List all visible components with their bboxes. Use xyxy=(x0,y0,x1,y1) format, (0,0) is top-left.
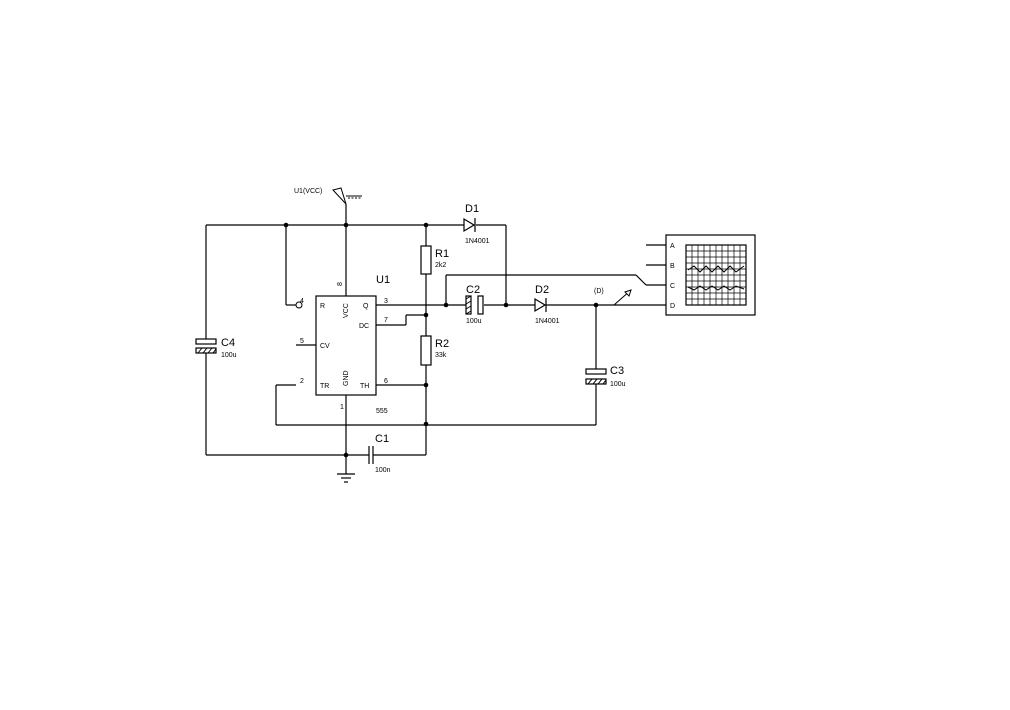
c3-ref: C3 xyxy=(610,365,624,377)
pin-number-8: 8 xyxy=(337,282,344,286)
scope-trace-upper xyxy=(687,265,745,273)
c4-ref: C4 xyxy=(221,337,235,349)
scope-channel-a: A xyxy=(670,243,675,250)
d1-diode[interactable]: D1 1N4001 xyxy=(463,203,490,245)
r1-ref: R1 xyxy=(435,248,449,260)
r1-value: 2k2 xyxy=(435,262,446,269)
u1-ref: U1 xyxy=(376,274,390,286)
pin-number-3: 3 xyxy=(384,298,388,305)
pin-name-tr: TR xyxy=(320,383,329,390)
pin-name-r: R xyxy=(320,303,325,310)
junctions xyxy=(283,222,599,458)
pin-number-1: 1 xyxy=(340,404,344,411)
u1-part: 555 xyxy=(376,408,388,415)
oscilloscope[interactable]: A B C D xyxy=(665,234,756,316)
scope-channel-d: D xyxy=(670,303,675,310)
pin-name-gnd: GND xyxy=(343,370,350,386)
ground-symbol xyxy=(337,473,355,483)
d1-value: 1N4001 xyxy=(465,238,490,245)
c3-capacitor[interactable]: C3 100u xyxy=(585,365,626,388)
pin-name-dc: DC xyxy=(359,323,369,330)
wires xyxy=(205,204,666,474)
vcc-supply-symbol: U1(VCC) xyxy=(294,187,362,205)
pin-number-5: 5 xyxy=(300,338,304,345)
scope-channel-b: B xyxy=(670,263,675,270)
d2-value: 1N4001 xyxy=(535,318,560,325)
pin-number-6: 6 xyxy=(384,378,388,385)
c1-value: 100n xyxy=(375,467,391,474)
scope-trace-lower xyxy=(687,285,745,291)
probe-label: (D) xyxy=(594,288,604,295)
c4-capacitor[interactable]: C4 100u xyxy=(195,337,237,359)
supply-label: U1(VCC) xyxy=(294,188,322,195)
c2-value: 100u xyxy=(466,318,482,325)
r1-resistor[interactable]: R1 2k2 xyxy=(420,245,449,275)
c2-ref: C2 xyxy=(466,284,480,296)
pin-number-2: 2 xyxy=(300,378,304,385)
d1-ref: D1 xyxy=(465,203,479,215)
u1-555-timer[interactable]: U1 555 R VCC Q DC CV TR GND TH 4 8 3 7 5… xyxy=(295,274,390,415)
c2-capacitor[interactable]: C2 100u xyxy=(465,284,484,325)
d2-ref: D2 xyxy=(535,284,549,296)
scope-channel-c: C xyxy=(670,283,675,290)
probe-marker[interactable]: (D) xyxy=(594,288,632,306)
pin-number-4: 4 xyxy=(300,298,304,305)
pin-name-cv: CV xyxy=(320,343,330,350)
r2-resistor[interactable]: R2 33k xyxy=(420,335,449,366)
pin-name-th: TH xyxy=(360,383,369,390)
d2-diode[interactable]: D2 1N4001 xyxy=(534,284,560,325)
r2-value: 33k xyxy=(435,352,447,359)
r2-ref: R2 xyxy=(435,338,449,350)
scope-grid xyxy=(686,245,746,305)
c3-value: 100u xyxy=(610,381,626,388)
c1-capacitor[interactable]: C1 100n xyxy=(368,433,391,474)
pin-name-vcc: VCC xyxy=(343,303,350,318)
c4-value: 100u xyxy=(221,352,237,359)
c1-ref: C1 xyxy=(375,433,389,445)
pin-name-q: Q xyxy=(363,303,369,310)
pin-number-7: 7 xyxy=(384,317,388,324)
